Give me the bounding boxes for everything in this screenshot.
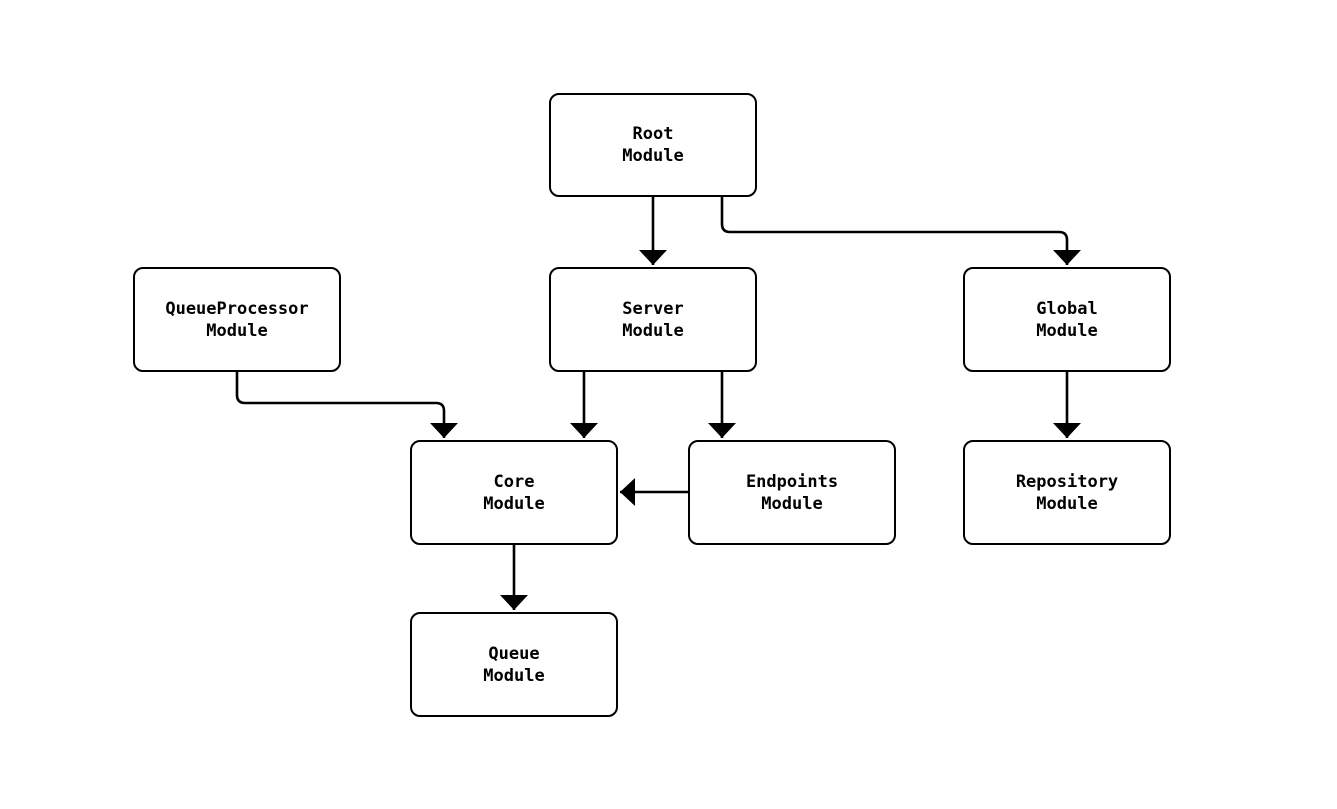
node-label-line: Module bbox=[622, 146, 684, 166]
node-label-line: Module bbox=[761, 493, 823, 514]
node-label-line: Queue bbox=[488, 643, 540, 664]
node-queueprocessor-module: QueueProcessor Module bbox=[133, 267, 341, 372]
node-label-line: Module bbox=[1036, 493, 1098, 514]
node-label-line: QueueProcessor bbox=[165, 298, 309, 319]
node-core-module: Core Module bbox=[410, 440, 618, 545]
node-label-line: Endpoints bbox=[745, 471, 839, 492]
node-label-line: Server bbox=[622, 298, 684, 319]
node-label-line: Root bbox=[632, 124, 674, 144]
node-label-line: Module bbox=[622, 320, 684, 341]
node-queue-module: Queue Module bbox=[410, 612, 618, 717]
node-label-line: Core bbox=[493, 471, 535, 492]
node-server-module: Server Module bbox=[549, 267, 757, 372]
node-global-module: Global Module bbox=[963, 267, 1171, 372]
node-label-line: Module bbox=[483, 493, 545, 514]
node-label-line: Repository bbox=[1015, 471, 1119, 492]
edge-root-to-global bbox=[720, 197, 1081, 265]
node-label-line: Module bbox=[206, 320, 268, 341]
node-repository-module: Repository Module bbox=[963, 440, 1171, 545]
node-endpoints-module: Endpoints Module bbox=[688, 440, 896, 545]
node-root-module: Root Module bbox=[549, 93, 757, 197]
node-label-line: Module bbox=[1036, 320, 1098, 341]
node-label-line: Global bbox=[1036, 298, 1098, 319]
node-label-line: Module bbox=[483, 665, 545, 686]
edge-queueprocessor-to-core bbox=[235, 372, 458, 438]
